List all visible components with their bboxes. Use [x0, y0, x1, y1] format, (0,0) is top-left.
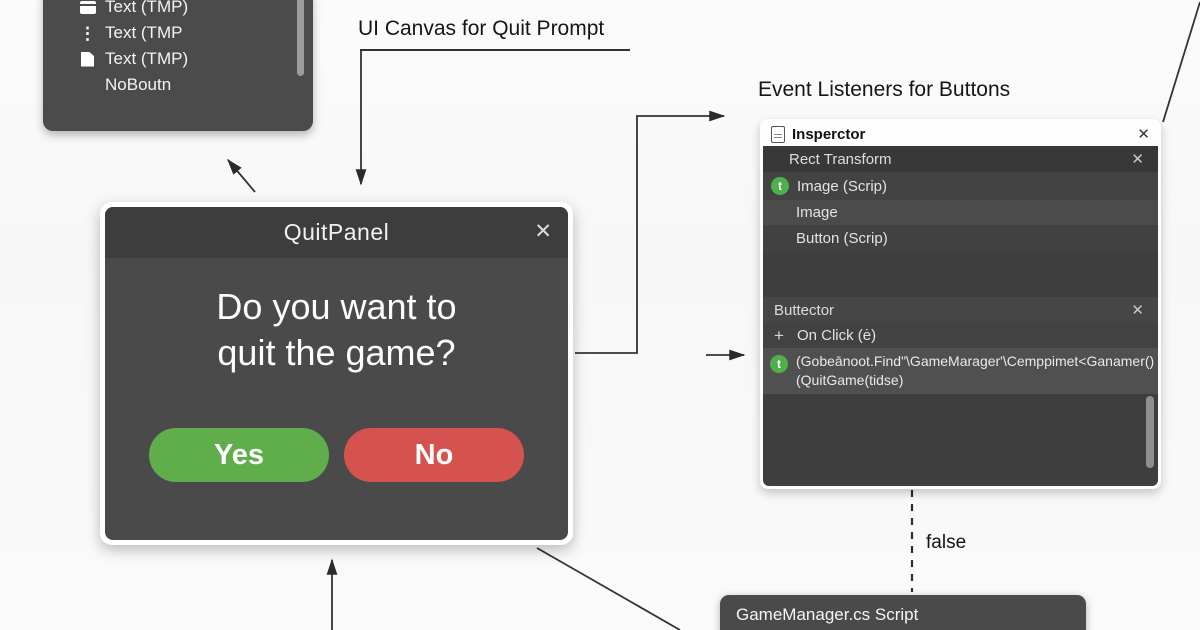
event-listeners-heading: Event Listeners for Buttons: [758, 78, 1011, 101]
hierarchy-scrollbar[interactable]: [297, 0, 304, 76]
quit-message: Do you want to quit the game?: [105, 284, 568, 375]
plus-icon[interactable]: +: [774, 325, 784, 345]
hierarchy-item-text-tmp-2[interactable]: ⋮ Text (TMP: [43, 20, 313, 46]
dialog-button-row: Yes No: [105, 428, 568, 482]
script-badge-icon: t: [771, 177, 789, 195]
button-script-label: Button (Scrip): [796, 230, 888, 247]
rect-transform-label: Rect Transform: [789, 150, 892, 168]
rect-transform-row[interactable]: Rect Transform ✕: [763, 146, 1158, 172]
close-icon[interactable]: ✕: [534, 220, 552, 243]
inspector-header[interactable]: Insperctor ✕: [763, 122, 1158, 146]
close-icon[interactable]: ✕: [1131, 151, 1144, 168]
no-button[interactable]: No: [344, 428, 524, 482]
dots-icon: ⋮: [79, 23, 96, 43]
image-row[interactable]: Image: [763, 200, 1158, 225]
quit-panel-body: QuitPanel ✕ Do you want to quit the game…: [105, 207, 568, 540]
image-script-label: Image (Scrip): [797, 177, 888, 195]
ui-canvas-heading: UI Canvas for Quit Prompt: [358, 17, 605, 40]
hierarchy-item-label: Text (TMP): [105, 0, 189, 16]
quit-message-line1: Do you want to: [216, 286, 457, 327]
quit-panel-titlebar[interactable]: QuitPanel ✕: [105, 207, 568, 258]
hierarchy-item-label: Text (TMP): [105, 49, 189, 68]
inspector-spacer: [763, 252, 1158, 297]
quit-panel-title: QuitPanel: [283, 219, 390, 245]
onclick-handler-row[interactable]: t (Gobeānoot.Find"\GameMarager'\Cemppime…: [763, 348, 1158, 394]
image-script-row[interactable]: t Image (Scrip): [763, 172, 1158, 200]
buttector-label: Buttector: [774, 301, 835, 319]
hierarchy-item-text-tmp-1[interactable]: Text (TMP): [43, 0, 313, 20]
buttector-header-row[interactable]: Buttector ✕: [763, 297, 1158, 323]
hierarchy-item-label: Text (TMP: [105, 23, 183, 42]
inspector-title: Insperctor: [792, 125, 866, 143]
handler-code: (Gobeānoot.Find"\GameMarager'\Cemppimet<…: [796, 352, 1154, 390]
yes-button[interactable]: Yes: [149, 428, 329, 482]
file-icon: [79, 51, 96, 67]
quit-panel-dialog: QuitPanel ✕ Do you want to quit the game…: [100, 202, 573, 545]
hierarchy-panel: Text (TMP) ⋮ Text (TMP Text (TMP) NoBout…: [43, 0, 313, 131]
inspector-body: Rect Transform ✕ t Image (Scrip) Image B…: [763, 146, 1158, 486]
image-label: Image: [796, 204, 838, 221]
arrow-quitpanel-to-inspector: [575, 110, 726, 354]
handler-line1: (Gobeānoot.Find"\GameMarager'\Cemppimet<…: [796, 353, 1155, 369]
inspector-panel: Insperctor ✕ Rect Transform ✕ t Image (S…: [760, 119, 1161, 489]
on-click-row[interactable]: + On Click (ė): [763, 323, 1158, 348]
button-script-row[interactable]: Button (Scrip): [763, 225, 1158, 252]
close-icon[interactable]: ✕: [1137, 126, 1150, 143]
script-badge-icon: t: [770, 355, 788, 373]
inspector-doc-icon: [771, 125, 785, 143]
close-icon[interactable]: ✕: [1131, 302, 1144, 319]
hierarchy-item-label: NoBoutn: [105, 75, 172, 94]
hierarchy-item-text-tmp-3[interactable]: Text (TMP): [43, 46, 313, 72]
on-click-label: On Click (ė): [796, 327, 877, 344]
line-quitpanel-to-gamemanager: [536, 547, 681, 630]
false-label: false: [926, 532, 967, 553]
line-topright-to-inspector: [1162, 1, 1200, 123]
window-icon: [79, 0, 96, 14]
handler-line2: (QuitGame(tidse): [796, 371, 904, 388]
quit-message-line2: quit the game?: [217, 331, 456, 373]
arrow-quitpanel-to-hierarchy: [227, 158, 256, 193]
gamemanager-label: GameManager.cs Script: [736, 605, 919, 624]
hierarchy-item-noboutn[interactable]: NoBoutn: [43, 72, 313, 98]
inspector-scrollbar[interactable]: [1146, 396, 1154, 468]
gamemanager-script-box: GameManager.cs Script: [720, 595, 1086, 630]
